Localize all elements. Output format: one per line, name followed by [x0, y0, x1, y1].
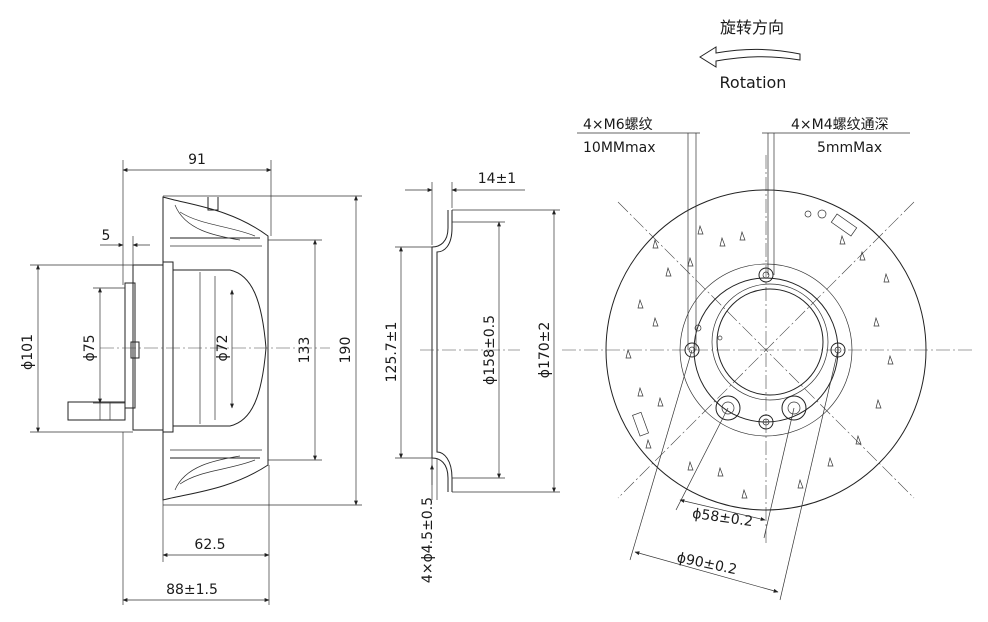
front-view: 4×M6螺纹 10MMmax 4×M4螺纹通深 5mmMax ϕ58±0.2 ϕ… [562, 117, 975, 601]
impeller-disk [605, 189, 927, 511]
balance-weight [207, 197, 219, 211]
section-view: 14±1 125.7±1 ϕ158±0.5 ϕ170±2 4×ϕ4.5±0.5 [384, 171, 560, 583]
motor-cap [124, 282, 136, 409]
terminal-box [130, 341, 140, 359]
side-view: 91 5 ϕ101 ϕ75 ϕ72 133 190 62.5 [20, 152, 362, 605]
dim-phi101: ϕ101 [20, 334, 36, 370]
rotation-label-cn: 旋转方向 [720, 18, 784, 37]
dim-14: 14±1 [478, 171, 516, 187]
dim-phi170: ϕ170±2 [537, 322, 553, 379]
motor-flange [162, 261, 174, 433]
rotation-label-en: Rotation [720, 73, 787, 92]
dim-133: 133 [297, 337, 313, 364]
dim-phi58: ϕ58±0.2 [691, 506, 754, 530]
dim-5: 5 [102, 228, 111, 244]
dim-91: 91 [188, 152, 206, 168]
dim-62-5: 62.5 [194, 537, 225, 553]
motor-body [132, 264, 164, 431]
note-m4-line2: 5mmMax [817, 140, 882, 156]
rotation-arrow-icon [699, 46, 801, 68]
blade-tips [625, 224, 894, 499]
impeller-blades [162, 196, 269, 501]
note-m6-line1: 4×M6螺纹 [583, 117, 653, 133]
inlet-ring-profile [431, 210, 449, 492]
dim-125-7: 125.7±1 [384, 322, 400, 383]
inlet-opening [679, 263, 853, 437]
mounting-holes [684, 209, 846, 430]
dim-phi90: ϕ90±0.2 [675, 550, 738, 578]
rotor-inner [716, 288, 824, 396]
dim-190: 190 [338, 337, 354, 364]
dim-88: 88±1.5 [166, 582, 218, 598]
note-m4-line1: 4×M4螺纹通深 [791, 117, 889, 133]
label-plate [830, 213, 858, 237]
dim-phi72: ϕ72 [215, 334, 231, 361]
cable [67, 401, 126, 421]
dim-holes: 4×ϕ4.5±0.5 [420, 497, 436, 583]
note-m6-line2: 10MMmax [583, 140, 655, 156]
rotation-indicator: 旋转方向 Rotation [699, 18, 801, 92]
dim-phi158: ϕ158±0.5 [482, 315, 498, 385]
label-plate-2 [632, 411, 649, 437]
dim-phi75: ϕ75 [82, 334, 98, 361]
